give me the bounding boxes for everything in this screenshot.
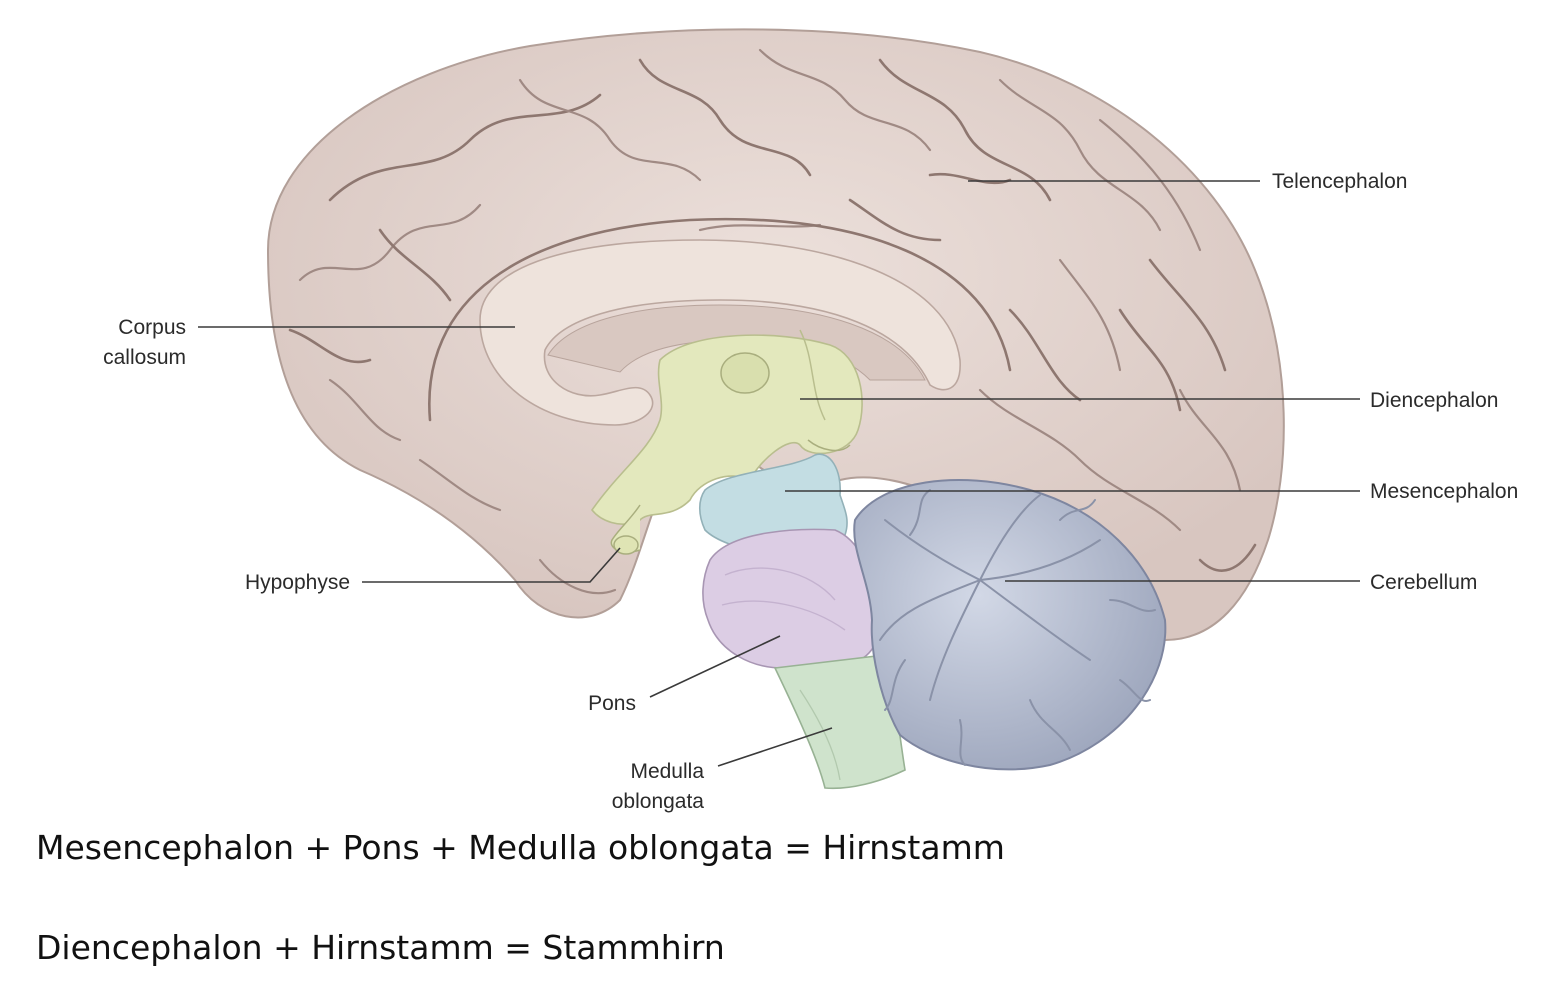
label-mesencephalon: Mesencephalon	[1370, 480, 1518, 503]
leader-hypophyse	[362, 547, 621, 583]
corpus-callosum-region	[479, 239, 961, 426]
brain-diagram: Telencephalon Corpus callosum Diencephal…	[103, 28, 1518, 813]
label-medulla-line1: Medulla	[630, 760, 704, 783]
label-telencephalon: Telencephalon	[1272, 170, 1407, 193]
mesencephalon-region	[698, 453, 848, 551]
cerebellum-region	[853, 479, 1167, 771]
label-cerebellum: Cerebellum	[1370, 571, 1477, 594]
label-medulla-line2: oblongata	[612, 790, 705, 813]
leader-medulla	[717, 727, 833, 767]
label-corpus-callosum-line2: callosum	[103, 346, 186, 369]
leader-pons	[649, 635, 781, 698]
pons-region	[702, 528, 883, 669]
equation-stammhirn: Diencephalon + Hirnstamm = Stammhirn	[36, 928, 725, 967]
diencephalon-region	[591, 329, 863, 555]
label-diencephalon: Diencephalon	[1370, 389, 1498, 412]
label-pons: Pons	[588, 692, 636, 715]
label-corpus-callosum-line1: Corpus	[118, 316, 186, 339]
equation-hirnstamm: Mesencephalon + Pons + Medulla oblongata…	[36, 828, 1005, 867]
label-hypophyse: Hypophyse	[245, 571, 350, 594]
